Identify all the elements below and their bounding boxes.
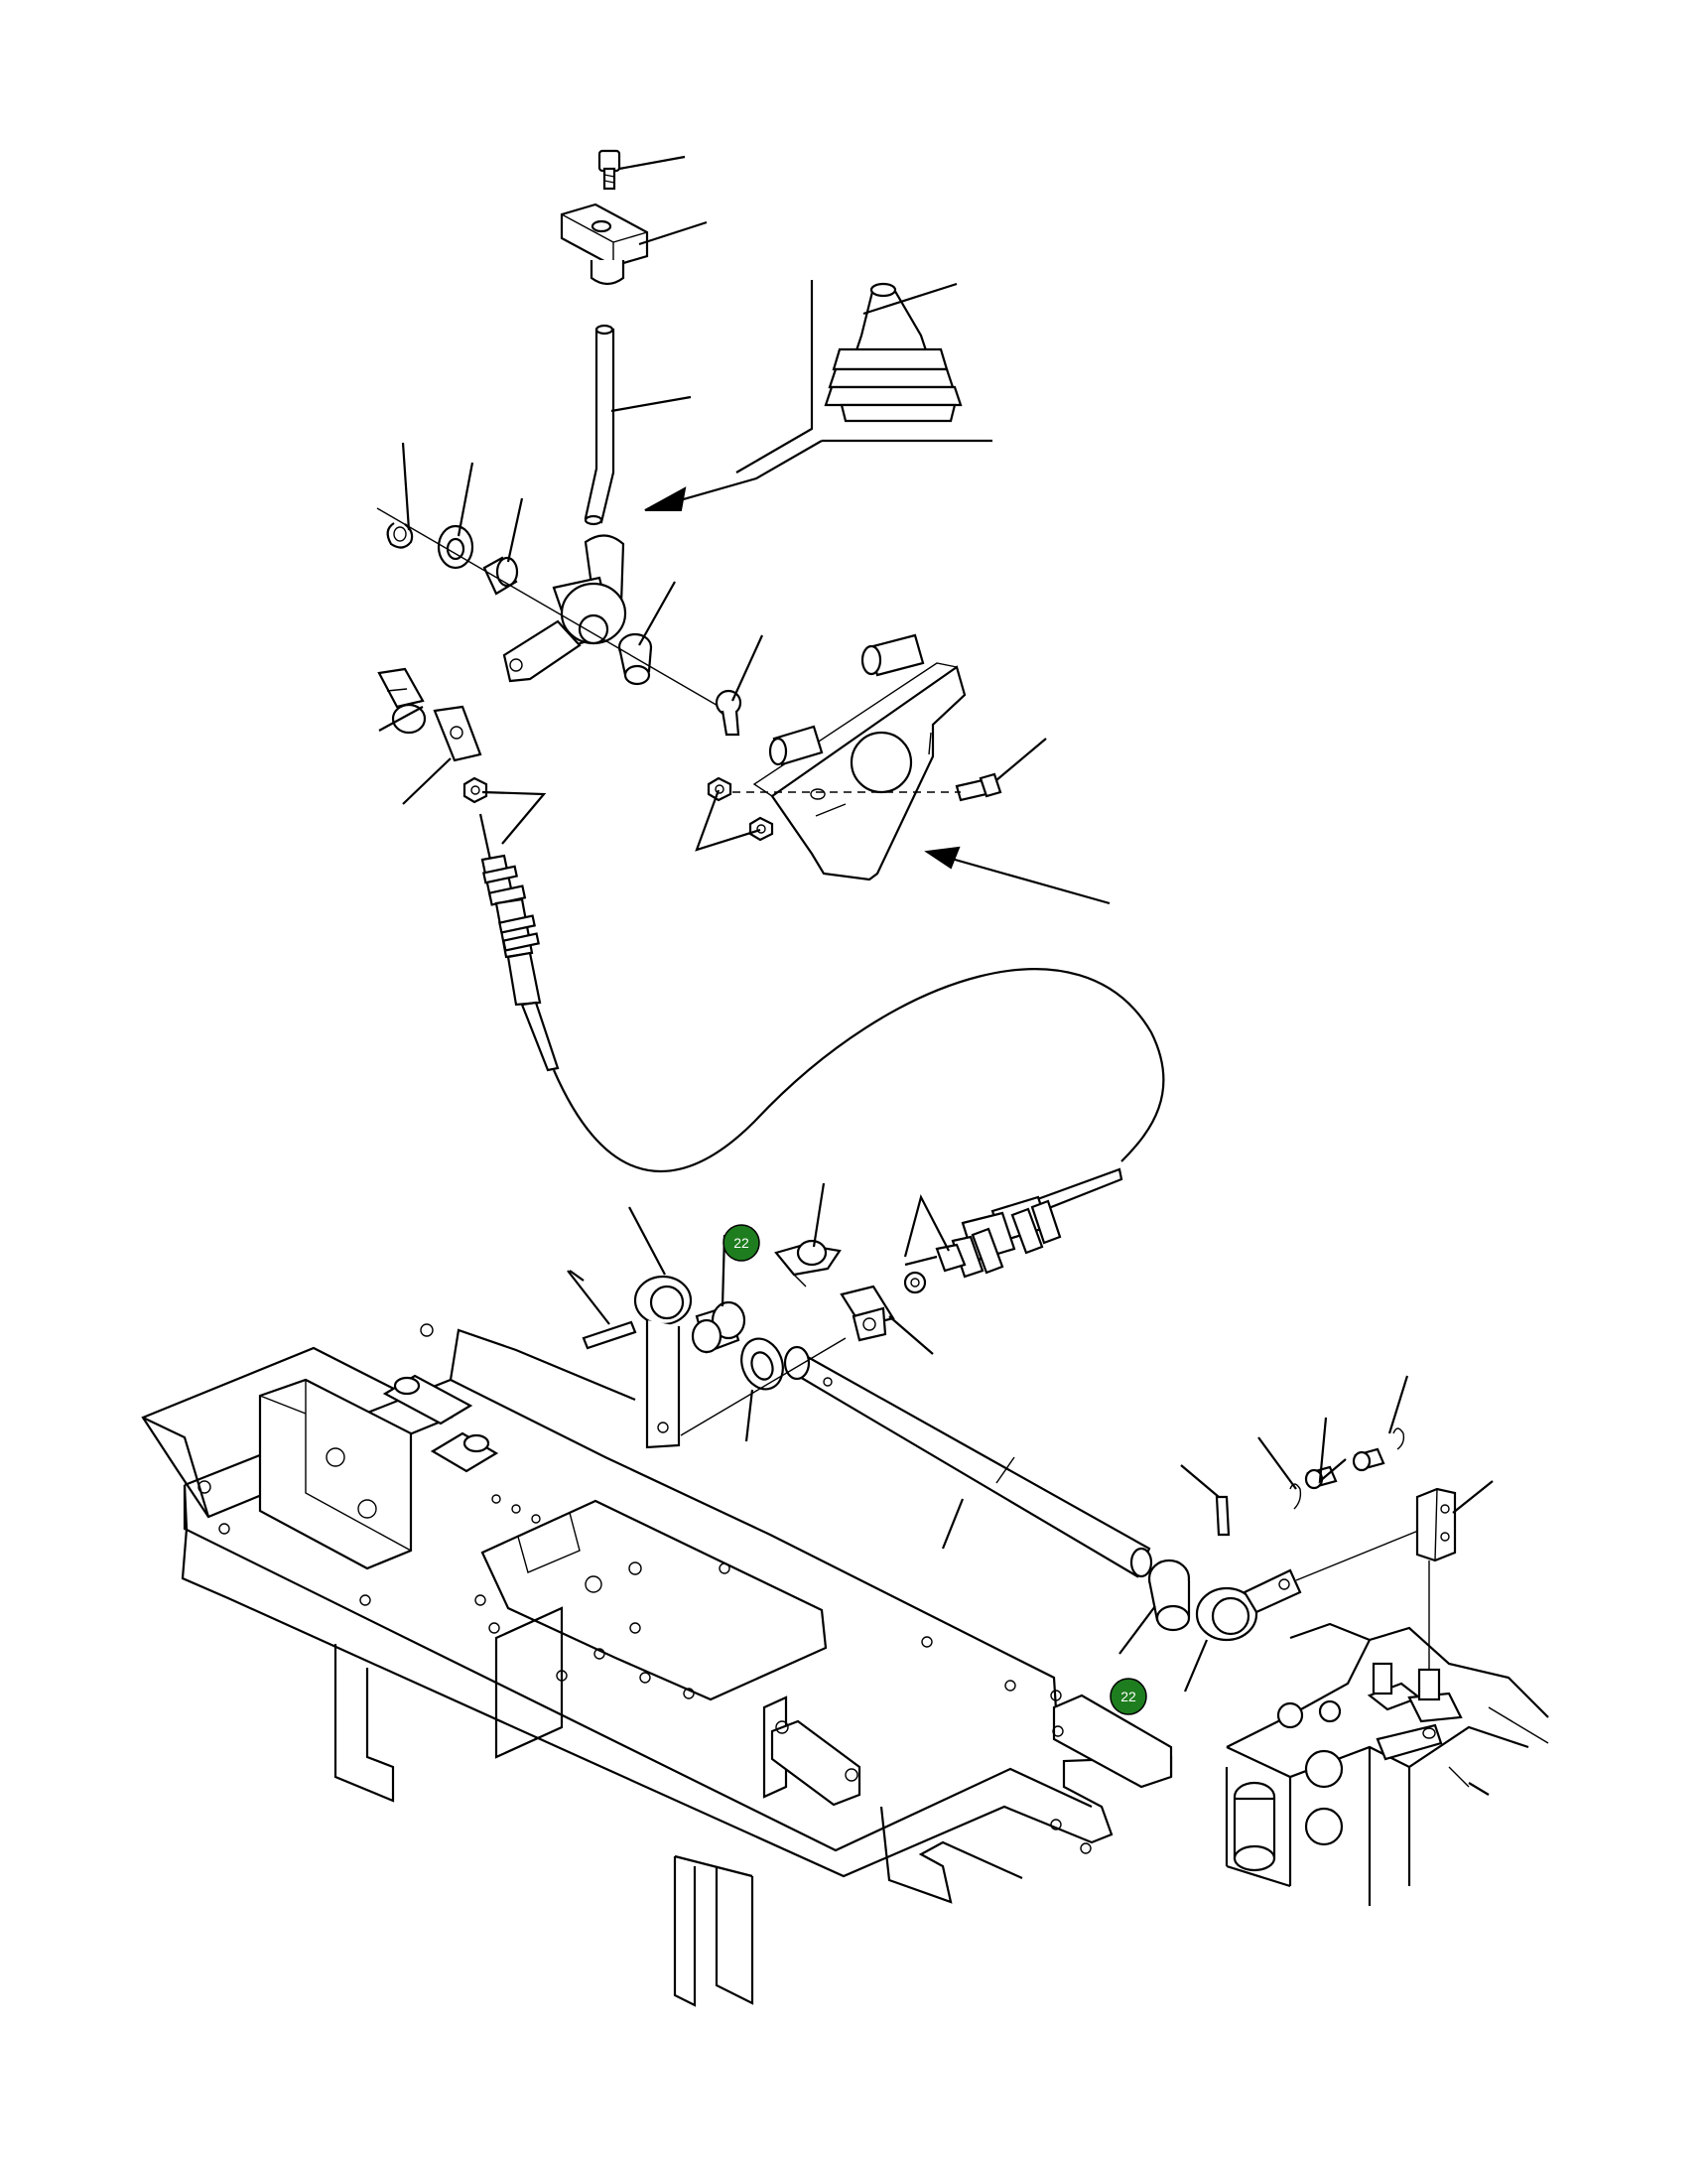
lever-assembly bbox=[376, 149, 727, 712]
pin-right bbox=[1215, 1495, 1231, 1537]
clip-left bbox=[377, 667, 427, 735]
washer-left bbox=[437, 524, 474, 570]
cross-shaft bbox=[783, 1345, 1153, 1578]
callout-badge-label: 22 bbox=[733, 1235, 749, 1251]
clevis-pins-right bbox=[1289, 1427, 1405, 1510]
pin-left bbox=[582, 1320, 637, 1350]
bushing-lower-right bbox=[1147, 1559, 1191, 1632]
bellcrank-left bbox=[633, 1275, 693, 1449]
bolt-upper bbox=[715, 689, 742, 737]
nuts-bracket bbox=[707, 776, 774, 842]
clip-lower bbox=[774, 1239, 842, 1288]
bellcrank-right bbox=[1195, 1568, 1302, 1642]
bushing-lower-left bbox=[691, 1300, 746, 1354]
clevis-left bbox=[433, 705, 482, 762]
cap-screw bbox=[597, 149, 621, 191]
bushing-left bbox=[482, 556, 519, 596]
callout-badge-lower[interactable]: 22 bbox=[1110, 1678, 1147, 1715]
clevis-right bbox=[1415, 1487, 1457, 1562]
mounting-bracket bbox=[752, 633, 967, 881]
washer-lower bbox=[740, 1337, 784, 1391]
cable-end-upper bbox=[478, 813, 560, 1072]
screw-bracket-right bbox=[955, 772, 1002, 802]
rubber-boot bbox=[824, 282, 963, 423]
lever-rod bbox=[584, 324, 625, 606]
clevis-lower bbox=[840, 1285, 895, 1342]
chassis-frame bbox=[141, 1323, 1173, 2007]
jam-nut-upper bbox=[462, 776, 488, 804]
cable-end-lower bbox=[904, 1167, 1123, 1279]
leader-lines bbox=[378, 155, 1494, 1796]
valve-block bbox=[1225, 1622, 1549, 1906]
knob-block bbox=[560, 203, 649, 286]
lever-hub bbox=[502, 576, 627, 683]
callout-badge-upper[interactable]: 22 bbox=[723, 1224, 760, 1262]
snap-ring-left bbox=[386, 522, 414, 549]
control-cable bbox=[552, 968, 1165, 1173]
callout-badge-label: 22 bbox=[1120, 1689, 1136, 1704]
bushing-right bbox=[617, 632, 653, 686]
jam-nut-lower bbox=[903, 1271, 927, 1294]
